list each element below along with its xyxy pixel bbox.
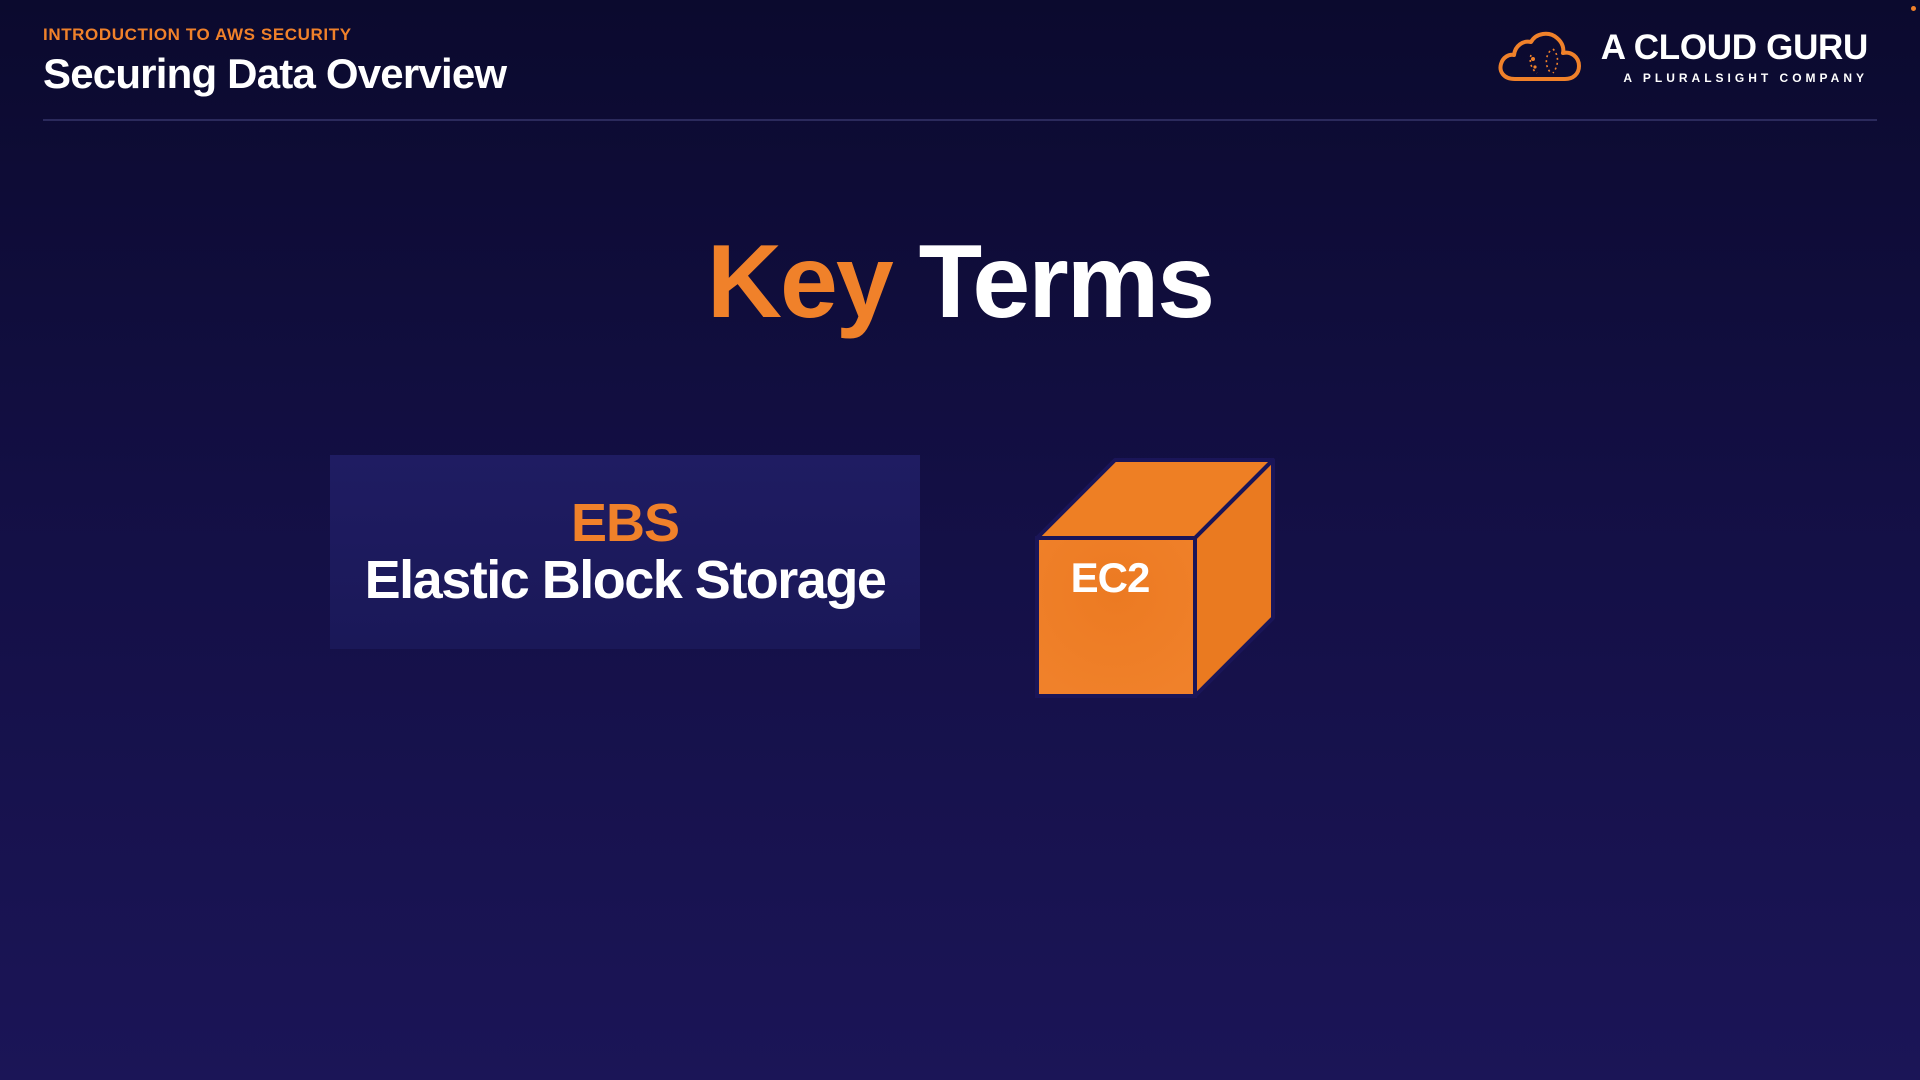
ebs-abbreviation: EBS [570,493,680,553]
slide-header: INTRODUCTION TO AWS SECURITY Securing Da… [43,24,507,98]
brand-logo: A CLOUD GURU A PLURALSIGHT COMPANY [1495,28,1868,86]
header-divider [43,119,1877,121]
course-label: INTRODUCTION TO AWS SECURITY [43,25,352,44]
slide-title: Key Terms [0,222,1920,342]
ec2-label: EC2 [1070,554,1151,601]
brand-subtitle: A PLURALSIGHT COMPANY [1623,71,1868,85]
title-rest-word: Terms [918,224,1215,340]
cloud-logo-icon [1498,31,1581,81]
status-dot [1911,6,1916,11]
ec2-cube-icon [1035,458,1275,698]
ebs-full-name: Elastic Block Storage [364,550,887,610]
lesson-title: Securing Data Overview [43,50,507,97]
title-accent-word: Key [706,224,894,340]
ebs-term-card: EBS Elastic Block Storage [330,455,920,649]
brand-name: A CLOUD GURU [1600,28,1869,67]
